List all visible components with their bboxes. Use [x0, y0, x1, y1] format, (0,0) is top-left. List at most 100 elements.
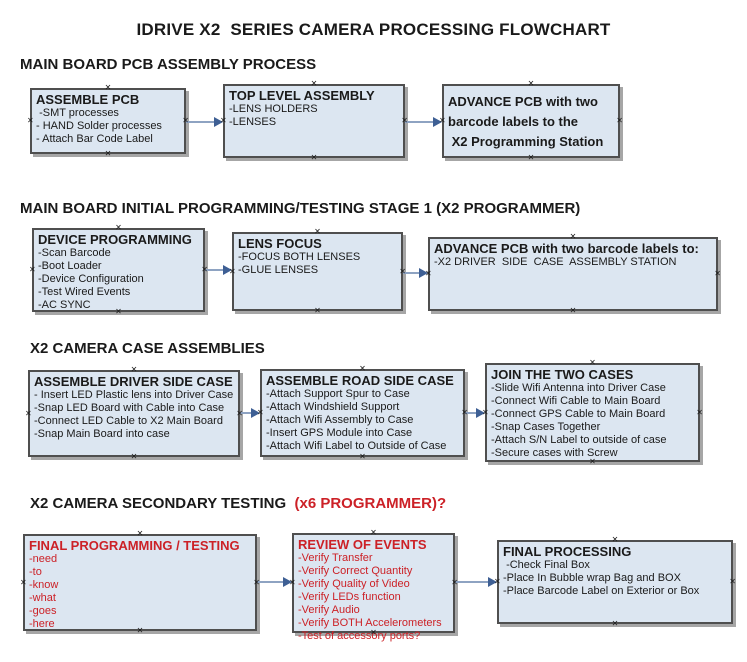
- connection-handle-icon: ✕: [569, 232, 577, 241]
- flow-arrow[interactable]: [403, 267, 428, 279]
- connection-handle-icon: ✕: [27, 116, 34, 125]
- flow-box-assemble-driver-side-case[interactable]: ASSEMBLE DRIVER SIDE CASE - Insert LED P…: [25, 366, 243, 461]
- connection-handle-icon: ✕: [236, 408, 243, 418]
- connection-handle-icon: ✕: [611, 619, 619, 628]
- box-item: -Test of accessory ports?: [298, 630, 421, 642]
- box-item: - Insert LED Plastic lens into Driver Ca…: [34, 389, 234, 401]
- box-item: -Attach Wifi Label to Outside of Case: [266, 440, 447, 452]
- box-item: -Verify Quality of Video: [298, 578, 410, 590]
- box-items: -Check Final Box-Place In Bubble wrap Ba…: [499, 559, 731, 598]
- section-heading-secondary-testing: X2 CAMERA SECONDARY TESTING (x6 PROGRAMM…: [30, 495, 446, 512]
- connection-handle-icon: ✕: [130, 365, 138, 374]
- box-title: ADVANCE PCB with two barcode labels to:: [434, 241, 699, 256]
- arrow-line: [257, 581, 283, 583]
- flow-arrow[interactable]: [257, 576, 292, 588]
- box-item: -know: [29, 579, 59, 591]
- connection-handle-icon: ✕: [696, 407, 703, 417]
- connection-handle-icon: ✕: [527, 153, 535, 162]
- flow-arrow[interactable]: [455, 576, 497, 588]
- arrow-head-icon: [283, 577, 292, 587]
- connection-handle-icon: ✕: [494, 577, 501, 586]
- connection-handle-icon: ✕: [289, 578, 296, 587]
- flow-arrow[interactable]: [465, 407, 485, 419]
- connection-handle-icon: ✕: [104, 149, 112, 158]
- box-item: -Verify Audio: [298, 604, 360, 616]
- box-title: DEVICE PROGRAMMING: [38, 232, 192, 247]
- flow-box-final-processing[interactable]: FINAL PROCESSING -Check Final Box-Place …: [494, 536, 736, 628]
- connection-handle-icon: ✕: [589, 457, 596, 466]
- section-heading-case-assemblies: X2 CAMERA CASE ASSEMBLIES: [30, 340, 265, 357]
- section-heading-text: MAIN BOARD INITIAL PROGRAMMING/TESTING S…: [20, 200, 581, 217]
- box-item: -Connect GPS Cable to Main Board: [491, 408, 666, 420]
- box-item: -Verify Transfer: [298, 552, 373, 564]
- connection-handle-icon: ✕: [310, 153, 318, 162]
- connection-handle-icon: ✕: [229, 266, 236, 276]
- arrow-line: [186, 121, 214, 123]
- connection-handle-icon: ✕: [401, 116, 408, 125]
- flow-arrow[interactable]: [240, 407, 260, 419]
- connection-handle-icon: ✕: [257, 408, 264, 417]
- flow-box-final-programming-testing[interactable]: FINAL PROGRAMMING / TESTING -need-to-kno…: [20, 530, 260, 635]
- connection-handle-icon: ✕: [115, 223, 122, 232]
- box-title: ASSEMBLE PCB: [36, 92, 140, 107]
- flow-box-device-programming[interactable]: DEVICE PROGRAMMING -Scan Barcode-Boot Lo…: [29, 224, 208, 316]
- connection-handle-icon: ✕: [104, 83, 112, 92]
- flow-box-lens-focus[interactable]: LENS FOCUS -FOCUS BOTH LENSES-GLUE LENSE…: [229, 228, 406, 315]
- box-title: FINAL PROGRAMMING / TESTING: [29, 538, 240, 553]
- section-heading-text: X2 CAMERA SECONDARY TESTING: [30, 495, 287, 512]
- box-item: -Verify BOTH Accelerometers: [298, 617, 442, 629]
- section-heading-red-text: (x6 PROGRAMMER)?: [286, 495, 447, 512]
- box-items: -FOCUS BOTH LENSES-GLUE LENSES: [234, 251, 401, 277]
- connection-handle-icon: ✕: [527, 79, 535, 88]
- box-item: -Verify Correct Quantity: [298, 565, 413, 577]
- box-title: FINAL PROCESSING: [503, 544, 632, 559]
- connection-handle-icon: ✕: [729, 577, 736, 586]
- connection-handle-icon: ✕: [201, 265, 208, 274]
- flow-box-advance-pcb-driver-side[interactable]: ADVANCE PCB with two barcode labels to: …: [425, 233, 721, 315]
- flow-arrow[interactable]: [205, 264, 232, 276]
- section-heading-text: MAIN BOARD PCB ASSEMBLY PROCESS: [20, 56, 317, 73]
- flow-box-join-the-two-cases[interactable]: JOIN THE TWO CASES -Slide Wifi Antenna i…: [482, 359, 703, 466]
- connection-handle-icon: ✕: [589, 358, 596, 367]
- flow-box-review-of-events[interactable]: REVIEW OF EVENTS -Verify Transfer-Verify…: [289, 529, 458, 643]
- connection-handle-icon: ✕: [370, 628, 377, 637]
- box-item: -Attach S/N Label to outside of case: [491, 434, 667, 446]
- box-item: -FOCUS BOTH LENSES: [238, 251, 361, 263]
- flow-box-assemble-pcb[interactable]: ASSEMBLE PCB -SMT processes- HAND Solder…: [27, 84, 189, 158]
- connection-handle-icon: ✕: [130, 452, 138, 461]
- box-item: -GLUE LENSES: [238, 264, 319, 276]
- box-item: -Device Configuration: [38, 273, 144, 285]
- section-heading-pcb-assembly: MAIN BOARD PCB ASSEMBLY PROCESS: [20, 56, 316, 73]
- flow-arrow[interactable]: [186, 116, 223, 128]
- connection-handle-icon: ✕: [611, 535, 619, 544]
- connection-handle-icon: ✕: [461, 408, 468, 417]
- connection-handle-icon: ✕: [115, 307, 122, 316]
- box-item: -what: [29, 592, 56, 604]
- connection-handle-icon: ✕: [451, 578, 458, 587]
- connection-handle-icon: ✕: [569, 306, 577, 315]
- box-item: -Verify LEDs function: [298, 591, 401, 603]
- arrow-head-icon: [223, 265, 232, 275]
- arrow-line: [405, 121, 433, 123]
- box-item: -AC SYNC: [38, 299, 91, 311]
- box-items: -SMT processes- HAND Solder processes- A…: [32, 107, 184, 146]
- box-item: -Snap Main Board into case: [34, 428, 170, 440]
- flow-box-top-level-assembly[interactable]: TOP LEVEL ASSEMBLY -LENS HOLDERS-LENSES …: [220, 80, 408, 162]
- flow-box-assemble-road-side-case[interactable]: ASSEMBLE ROAD SIDE CASE -Attach Support …: [257, 365, 468, 461]
- connection-handle-icon: ✕: [425, 269, 432, 278]
- box-item: -LENSES: [229, 116, 277, 128]
- flow-box-advance-pcb-programming-station[interactable]: ADVANCE PCB with two barcode labels to t…: [439, 80, 623, 162]
- box-item: -Insert GPS Module into Case: [266, 427, 413, 439]
- box-item: -Test Wired Events: [38, 286, 131, 298]
- flow-arrow[interactable]: [405, 116, 442, 128]
- arrow-head-icon: [488, 577, 497, 587]
- arrow-line: [465, 412, 476, 414]
- box-title: ASSEMBLE ROAD SIDE CASE: [266, 373, 454, 388]
- connection-handle-icon: ✕: [714, 269, 721, 278]
- connection-handle-icon: ✕: [25, 408, 32, 418]
- arrow-line: [205, 269, 223, 271]
- box-item: -Place In Bubble wrap Bag and BOX: [503, 572, 681, 584]
- arrow-line: [403, 272, 419, 274]
- box-items: -Scan Barcode-Boot Loader-Device Configu…: [34, 247, 203, 312]
